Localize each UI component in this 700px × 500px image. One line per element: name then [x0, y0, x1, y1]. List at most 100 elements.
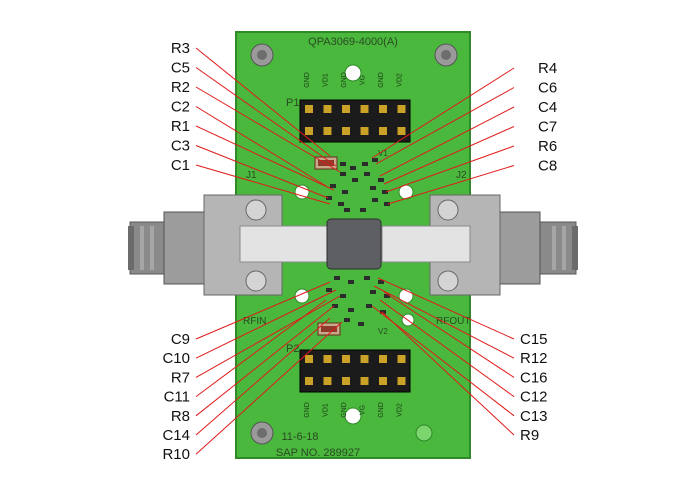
callout-line-r7	[195, 295, 341, 378]
callout-label-r2: R2	[171, 79, 190, 96]
callout-line-r9	[381, 311, 515, 436]
callout-lines	[195, 47, 515, 455]
callout-line-r3	[195, 47, 331, 157]
callout-line-c11	[195, 299, 327, 398]
rf-trace-input	[239, 225, 331, 263]
callout-label-c12: C12	[520, 389, 548, 406]
amplifier-chip	[326, 218, 382, 270]
label-v1: V1	[378, 149, 388, 158]
header-pin	[342, 105, 350, 113]
callout-line-r4	[371, 67, 515, 159]
callout-label-c7: C7	[538, 119, 557, 136]
callout-labels: R3C5R2C2R1C3C1R4C6C4C7R6C8C9C10R7C11R8C1…	[162, 40, 557, 463]
header-pin	[397, 355, 406, 363]
callout-label-r7: R7	[171, 369, 190, 386]
label-rfin: RFIN	[243, 316, 266, 327]
callout-line-c7	[383, 126, 515, 185]
board-sap-number: SAP NO. 289927	[276, 447, 360, 459]
callout-line-c1	[195, 164, 331, 205]
header-pin	[342, 127, 350, 135]
header-pin-label: GND	[304, 402, 311, 418]
header-pin-label: VG	[360, 405, 367, 415]
label-v2: V2	[378, 327, 388, 336]
callout-label-c2: C2	[171, 99, 190, 116]
callout-line-c8	[387, 165, 515, 205]
header-pin	[397, 127, 406, 135]
header-pin	[305, 127, 313, 135]
callout-label-c16: C16	[520, 369, 548, 386]
callout-label-r1: R1	[171, 118, 190, 135]
header-pin-label: VD2	[397, 403, 404, 417]
board-title: QPA3069-4000(A)	[308, 36, 398, 48]
header-pin	[397, 105, 406, 113]
header-pin-label: VD2	[397, 73, 404, 87]
callout-label-c5: C5	[171, 60, 190, 77]
header-pin-label: GND	[341, 72, 348, 88]
callout-label-r9: R9	[520, 427, 539, 444]
mounting-holes	[250, 43, 458, 445]
callout-line-c12	[379, 299, 515, 398]
label-p2: P2	[286, 343, 299, 355]
header-body	[299, 99, 411, 143]
label-j1: J1	[246, 170, 257, 181]
callout-label-r6: R6	[538, 138, 557, 155]
header-pin-label: GND	[304, 72, 311, 88]
callout-label-c10: C10	[162, 350, 190, 367]
callout-label-r12: R12	[520, 350, 548, 367]
header-pin	[323, 127, 332, 135]
callout-line-c9	[195, 281, 331, 340]
callout-label-r4: R4	[538, 60, 557, 77]
header-pin	[323, 377, 332, 385]
label-j2: J2	[456, 170, 467, 181]
callout-label-c11: C11	[164, 389, 190, 406]
callout-line-c14	[195, 317, 331, 436]
header-pin	[305, 355, 313, 363]
header-pin	[342, 355, 350, 363]
header-pin	[342, 377, 350, 385]
callout-label-c9: C9	[171, 331, 190, 348]
header-body	[299, 349, 411, 393]
callout-label-c3: C3	[171, 138, 190, 155]
callout-label-c1: C1	[171, 157, 190, 174]
callout-line-c4	[379, 106, 515, 177]
header-pin-label: VG	[360, 75, 367, 85]
header-pin	[360, 377, 369, 385]
callout-line-r12	[373, 285, 515, 359]
header-pin	[360, 105, 369, 113]
callout-line-r8	[195, 305, 335, 417]
callout-label-c14: C14	[162, 427, 190, 444]
header-pin-label: GND	[378, 402, 385, 418]
callout-line-c6	[375, 87, 515, 165]
smd-components	[314, 156, 390, 336]
rf-trace-output	[381, 225, 471, 263]
header-pin	[379, 105, 387, 113]
header-pin	[323, 105, 332, 113]
header-pin	[379, 377, 387, 385]
label-p1: P1	[286, 97, 299, 109]
header-pin	[323, 355, 332, 363]
label-rfout: RFOUT	[436, 316, 470, 327]
callout-label-r8: R8	[171, 408, 190, 425]
callout-label-c13: C13	[520, 408, 548, 425]
board-date: 11-6-18	[281, 431, 318, 443]
callout-label-c8: C8	[538, 158, 557, 175]
callout-line-r1	[195, 125, 335, 191]
callout-line-c5	[195, 67, 337, 167]
callout-line-c10	[195, 289, 337, 359]
header-pin-label: GND	[341, 402, 348, 418]
callout-line-r6	[385, 145, 515, 193]
rf-connector-right	[499, 211, 578, 285]
callout-line-c15	[377, 277, 515, 340]
callout-label-r3: R3	[171, 40, 190, 57]
header-pin	[360, 355, 369, 363]
header-pin	[360, 127, 369, 135]
header-pin	[379, 127, 387, 135]
header-pin	[379, 355, 387, 363]
callout-line-c3	[195, 145, 329, 199]
header-pin	[305, 377, 313, 385]
header-pin	[305, 105, 313, 113]
callout-label-r10: R10	[162, 446, 190, 463]
callout-label-c4: C4	[538, 99, 557, 116]
